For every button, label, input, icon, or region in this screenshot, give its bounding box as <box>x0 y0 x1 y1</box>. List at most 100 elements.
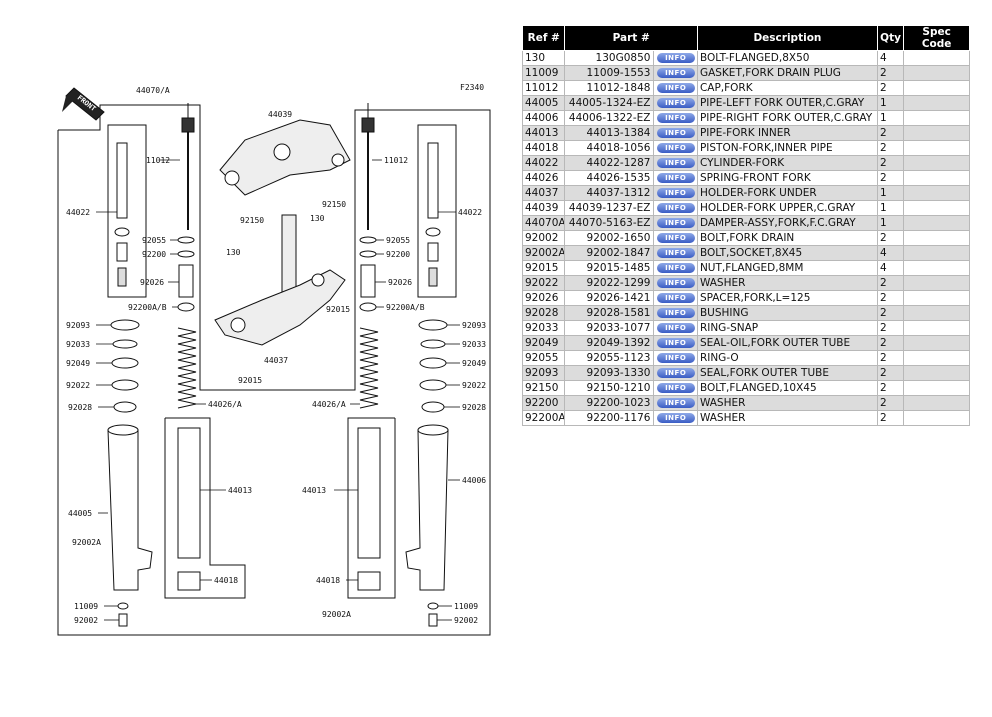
cell-ref: 11012 <box>521 80 566 96</box>
cell-ref: 44070A <box>521 215 566 231</box>
info-button[interactable]: INFO <box>656 308 695 318</box>
info-button[interactable]: INFO <box>656 323 695 333</box>
cell-qty: 1 <box>876 110 905 126</box>
header-qty: Qty <box>876 25 905 51</box>
callout-44018-right: 44018 <box>316 576 340 585</box>
info-button[interactable]: INFO <box>656 128 695 138</box>
info-button[interactable]: INFO <box>656 353 695 363</box>
info-button[interactable]: INFO <box>656 233 695 243</box>
info-button[interactable]: INFO <box>656 68 695 78</box>
left-o-ring <box>177 236 195 244</box>
info-button[interactable]: INFO <box>656 98 695 108</box>
right-piston <box>357 571 381 591</box>
cell-description: GASKET,FORK DRAIN PLUG <box>696 65 878 81</box>
cell-qty: 4 <box>876 50 905 66</box>
cell-spec <box>903 290 970 306</box>
info-button[interactable]: INFO <box>656 398 695 408</box>
diagram-code: F2340 <box>460 83 484 92</box>
cell-spec <box>903 275 970 291</box>
cell-spec <box>903 365 970 381</box>
callout-44070a: 44070/A <box>136 86 170 95</box>
cell-part: 44005-1324-EZ <box>564 95 655 111</box>
info-button[interactable]: INFO <box>656 218 695 228</box>
cell-description: SEAL-OIL,FORK OUTER TUBE <box>696 335 878 351</box>
cell-description: BUSHING <box>696 305 878 321</box>
callout-92026-right: 92026 <box>388 278 412 287</box>
info-button[interactable]: INFO <box>656 188 695 198</box>
cell-part: 11012-1848 <box>564 80 655 96</box>
info-button[interactable]: INFO <box>656 368 695 378</box>
cell-ref: 44037 <box>521 185 566 201</box>
cell-ref: 92093 <box>521 365 566 381</box>
cell-part: 44037-1312 <box>564 185 655 201</box>
right-outer-tube <box>405 429 449 591</box>
cell-qty: 2 <box>876 125 905 141</box>
callout-11012-left: 11012 <box>146 156 170 165</box>
cell-qty: 2 <box>876 290 905 306</box>
info-button[interactable]: INFO <box>656 173 695 183</box>
right-snap-ring <box>420 339 446 349</box>
callout-92150-b: 92150 <box>322 200 346 209</box>
cell-description: CAP,FORK <box>696 80 878 96</box>
callout-44039: 44039 <box>268 110 292 119</box>
cell-description: PIPE-LEFT FORK OUTER,C.GRAY <box>696 95 878 111</box>
info-button[interactable]: INFO <box>656 293 695 303</box>
cell-ref: 92049 <box>521 335 566 351</box>
cell-part: 92002-1650 <box>564 230 655 246</box>
callout-44026a-left: 44026/A <box>208 400 242 409</box>
cell-ref: 92022 <box>521 275 566 291</box>
cell-ref: 44022 <box>521 155 566 171</box>
cell-description: SPRING-FRONT FORK <box>696 170 878 186</box>
info-button[interactable]: INFO <box>656 83 695 93</box>
right-bushing <box>421 401 445 413</box>
left-gasket <box>117 602 129 610</box>
info-button[interactable]: INFO <box>656 203 695 213</box>
cell-spec <box>903 380 970 396</box>
cell-description: PIPE-RIGHT FORK OUTER,C.GRAY <box>696 110 878 126</box>
cell-ref: 11009 <box>521 65 566 81</box>
callout-92200-left: 92200 <box>142 250 166 259</box>
left-inner-pipe <box>177 427 201 559</box>
info-button[interactable]: INFO <box>656 338 695 348</box>
info-button[interactable]: INFO <box>656 53 695 63</box>
left-snap-ring <box>112 339 138 349</box>
callout-44018-left: 44018 <box>214 576 238 585</box>
info-button[interactable]: INFO <box>656 383 695 393</box>
cell-qty: 2 <box>876 170 905 186</box>
info-button[interactable]: INFO <box>656 113 695 123</box>
info-button[interactable]: INFO <box>656 248 695 258</box>
right-inner-box <box>347 417 396 599</box>
cell-ref: 92055 <box>521 350 566 366</box>
cell-part: 44006-1322-EZ <box>564 110 655 126</box>
cell-description: RING-O <box>696 350 878 366</box>
header-part: Part # <box>564 25 698 51</box>
cell-description: HOLDER-FORK UPPER,C.GRAY <box>696 200 878 216</box>
info-button[interactable]: INFO <box>656 413 695 423</box>
callout-92150-a: 92150 <box>240 216 264 225</box>
info-button[interactable]: INFO <box>656 143 695 153</box>
callout-92028-left: 92028 <box>68 403 92 412</box>
cell-qty: 2 <box>876 275 905 291</box>
cell-part: 92093-1330 <box>564 365 655 381</box>
cell-spec <box>903 335 970 351</box>
cell-description: PIPE-FORK INNER <box>696 125 878 141</box>
info-button[interactable]: INFO <box>656 158 695 168</box>
cell-spec <box>903 50 970 66</box>
info-button[interactable]: INFO <box>656 278 695 288</box>
cell-qty: 1 <box>876 95 905 111</box>
info-button[interactable]: INFO <box>656 263 695 273</box>
cell-description: HOLDER-FORK UNDER <box>696 185 878 201</box>
cell-qty: 2 <box>876 410 905 426</box>
